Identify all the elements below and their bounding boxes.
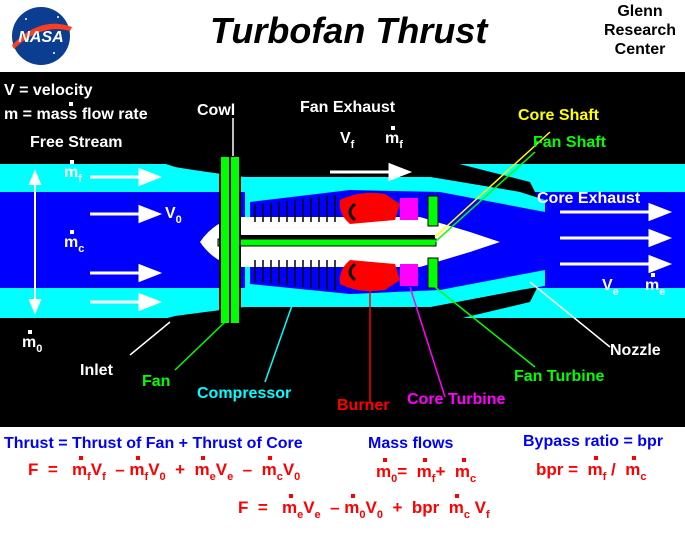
cowl-lower <box>160 282 540 328</box>
core-turbine-upper <box>400 198 418 220</box>
symbol-vf: Vf <box>340 130 355 151</box>
leader-lines <box>129 118 611 402</box>
label-inlet: Inlet <box>80 362 113 379</box>
core-shaft <box>240 235 435 239</box>
burner-upper <box>339 192 400 224</box>
fan-turbine-upper <box>427 195 439 227</box>
flow-arrows <box>90 162 673 312</box>
label-core-exhaust: Core Exhaust <box>537 190 641 207</box>
mass-flow-equation: m0= mf+ mc <box>376 462 477 485</box>
compressor-blades <box>254 195 336 290</box>
bypass-ratio-equation: bpr = mf / mc <box>536 460 647 483</box>
legend-mass-flow: m = mass flow rate <box>4 106 148 124</box>
legend-mass-flow-text: m = mass flow rate <box>4 106 148 123</box>
label-fan-exhaust: Fan Exhaust <box>300 99 396 116</box>
label-fan-turbine: Fan Turbine <box>514 368 605 385</box>
cowl-upper <box>160 153 540 202</box>
bypass-ratio-title: Bypass ratio = bpr <box>523 433 664 450</box>
nasa-logo: NASA <box>6 5 76 67</box>
core-turbine-lower <box>400 264 418 286</box>
thrust-equation-expanded: F = mfVf – mfV0 + meVe – mcV0 <box>28 460 301 483</box>
org-line-3: Center <box>614 41 666 58</box>
label-core-turbine: Core Turbine <box>407 391 506 408</box>
burner-lower <box>339 260 400 292</box>
label-burner: Burner <box>337 397 390 414</box>
symbol-mc: mc <box>64 234 85 255</box>
mass-flows-title: Mass flows <box>368 435 454 452</box>
engine-diagram-panel: V = velocity m = mass flow rate Free Str… <box>0 72 685 427</box>
thrust-words: Thrust = Thrust of Fan + Thrust of Core <box>4 435 303 452</box>
label-nozzle: Nozzle <box>610 342 661 359</box>
legend-velocity: V = velocity <box>4 82 93 99</box>
nasa-logo-text: NASA <box>18 29 63 46</box>
page-title: Turbofan Thrust <box>210 10 488 51</box>
thrust-equation-bpr: F = meVe – m0V0 + bpr mc Vf <box>238 498 490 521</box>
label-compressor: Compressor <box>197 385 292 402</box>
fan-shaft <box>217 238 437 247</box>
org-name: Glenn Research Center <box>600 2 680 59</box>
stream-tube-arrow <box>28 169 42 315</box>
fan-turbine-lower <box>427 257 439 289</box>
org-line-1: Glenn <box>617 3 663 20</box>
label-core-shaft: Core Shaft <box>518 107 599 124</box>
label-free-stream: Free Stream <box>30 134 123 151</box>
nasa-meatball-icon: NASA <box>12 7 72 65</box>
symbol-v0: V0 <box>165 205 182 226</box>
engine-diagram <box>0 118 685 402</box>
label-fan-shaft: Fan Shaft <box>533 134 606 151</box>
symbol-mf: mf <box>64 164 82 185</box>
symbol-m0: m0 <box>22 334 43 355</box>
symbol-me: me <box>645 277 666 298</box>
org-line-2: Research <box>603 22 677 39</box>
symbol-ve: Ve <box>602 277 619 298</box>
label-fan: Fan <box>142 373 171 390</box>
symbol-mf-exhaust: mf <box>385 130 403 151</box>
label-cowl: Cowl <box>197 102 236 119</box>
